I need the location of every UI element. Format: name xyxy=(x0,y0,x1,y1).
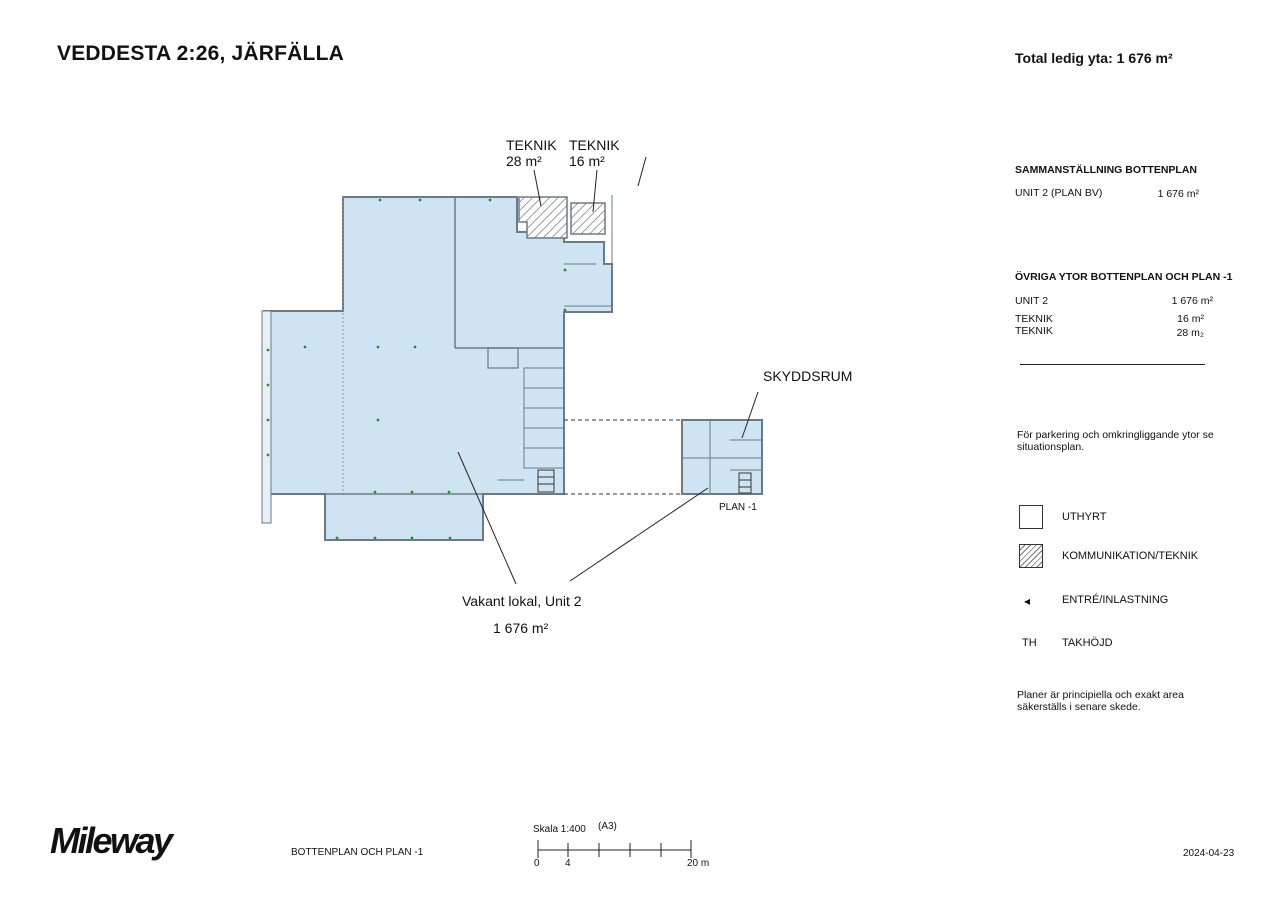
scale-label: Skala 1:400 xyxy=(533,824,586,835)
vacant-unit-area: 1 676 m² xyxy=(493,620,549,636)
other-row-value-0: 1 676 m² xyxy=(1171,295,1213,307)
scale-tick-20: 20 m xyxy=(687,858,710,869)
other-row-label-0: UNIT 2 xyxy=(1015,295,1049,307)
floor-plan xyxy=(261,156,763,858)
scale-tick-0: 0 xyxy=(534,858,540,869)
divider xyxy=(1020,364,1205,365)
legend-entrance-label: ENTRÉ/INLASTNING xyxy=(1062,594,1169,606)
entrance-icon: ◂ xyxy=(1024,594,1031,608)
legend-rented-label: UTHYRT xyxy=(1062,511,1107,523)
other-areas-heading: ÖVRIGA YTOR BOTTENPLAN OCH PLAN -1 xyxy=(1015,271,1233,283)
teknik-room-16 xyxy=(570,202,606,235)
vacant-unit-name: Vakant lokal, Unit 2 xyxy=(462,593,582,609)
teknik-16-label: TEKNIK 16 m² xyxy=(569,137,620,169)
legend-ceiling-symbol: TH xyxy=(1022,637,1037,649)
shelter-label: SKYDDSRUM xyxy=(763,368,853,384)
summary-row-label: UNIT 2 (PLAN BV) xyxy=(1015,187,1103,199)
scale-bar xyxy=(537,840,692,858)
teknik-28-name: TEKNIK xyxy=(506,137,557,153)
summary-row-value: 1 676 m² xyxy=(1157,188,1199,200)
plan-minus1-label: PLAN -1 xyxy=(719,502,757,513)
plan-name: BOTTENPLAN OCH PLAN -1 xyxy=(291,847,424,858)
legend-rented-swatch xyxy=(1019,505,1043,529)
page-title: VEDDESTA 2:26, JÄRFÄLLA xyxy=(57,42,344,65)
building-main xyxy=(261,196,613,541)
other-row-label-2: TEKNIK xyxy=(1015,325,1053,337)
parking-note: För parkering och omkringliggande ytor s… xyxy=(1017,429,1214,453)
other-row-label-1: TEKNIK xyxy=(1015,313,1053,325)
scale-tick-4: 4 xyxy=(565,858,571,869)
legend-ceiling-label: TAKHÖJD xyxy=(1062,637,1113,649)
legend-communication-label: KOMMUNIKATION/TEKNIK xyxy=(1062,550,1199,562)
teknik-28-area: 28 m² xyxy=(506,153,542,169)
other-row-value-1: 16 m² xyxy=(1177,313,1204,325)
disclaimer-note: Planer är principiella och exakt area sä… xyxy=(1017,689,1184,713)
paper-size: (A3) xyxy=(598,821,617,832)
teknik-28-label: TEKNIK 28 m² xyxy=(506,137,557,169)
teknik-room-28 xyxy=(518,196,568,239)
summary-heading: SAMMANSTÄLLNING BOTTENPLAN xyxy=(1015,164,1197,176)
other-row-value-2: 28 m₂ xyxy=(1176,327,1204,339)
shelter-plan xyxy=(681,419,763,495)
teknik-16-area: 16 m² xyxy=(569,153,605,169)
total-area: Total ledig yta: 1 676 m² xyxy=(1015,50,1173,66)
mileway-logo: Mileway xyxy=(50,820,173,861)
legend-communication-swatch xyxy=(1019,544,1043,568)
teknik-16-name: TEKNIK xyxy=(569,137,620,153)
date: 2024-04-23 xyxy=(1183,848,1235,859)
